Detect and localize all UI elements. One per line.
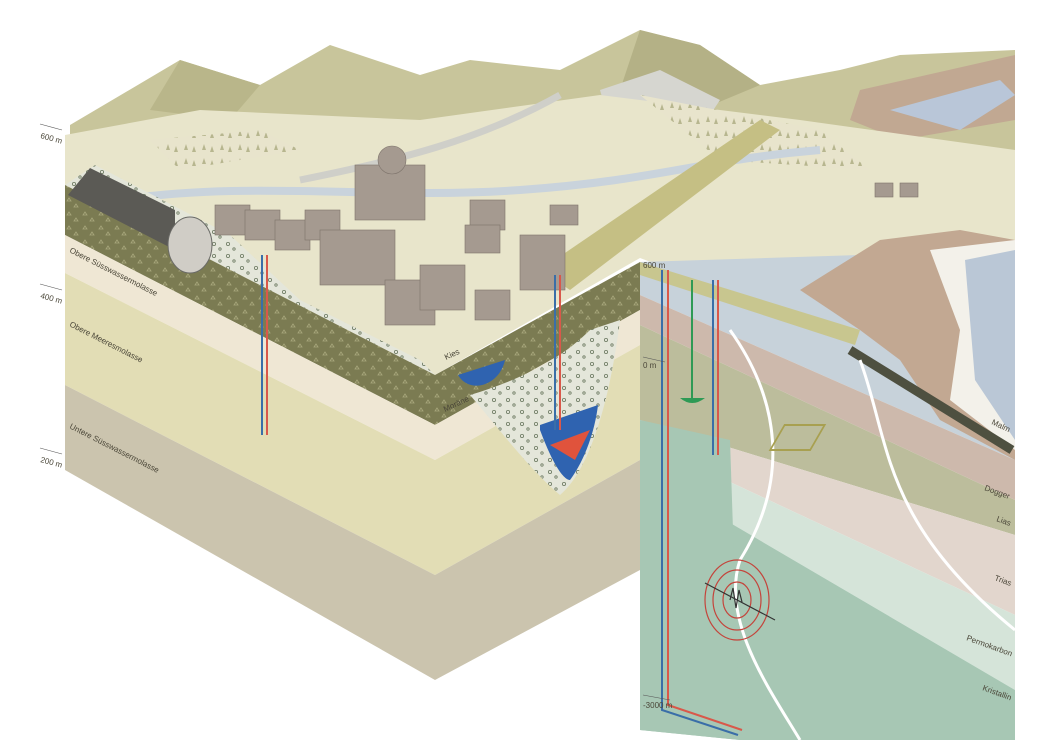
layer-lias [640, 325, 1015, 535]
depth-label-200: 200 m [39, 455, 63, 470]
layer-permokarbon [640, 440, 1015, 690]
depth-label-400: 400 m [39, 291, 63, 306]
depth-label-right-0: 0 m [643, 361, 657, 370]
seismic-event-icon [704, 559, 776, 641]
road [299, 91, 562, 184]
left-block-side [435, 262, 640, 680]
layer-dogger [640, 295, 1015, 500]
fault-line-2 [858, 359, 1016, 632]
depth-label-right-600: 600 m [643, 261, 666, 270]
depth-label-600: 600 m [39, 131, 63, 146]
layer-trias [640, 420, 1015, 615]
depth-scale-right: 600 m 0 m -3000 m [642, 261, 673, 710]
depth-label-right-3000: -3000 m [643, 701, 673, 710]
borehole-left [261, 255, 561, 435]
gravel-channel [540, 120, 780, 290]
right-cross-section [640, 230, 1016, 740]
depth-scale-left: 600 m 400 m 200 m [39, 123, 64, 470]
left-cross-section [65, 168, 435, 680]
